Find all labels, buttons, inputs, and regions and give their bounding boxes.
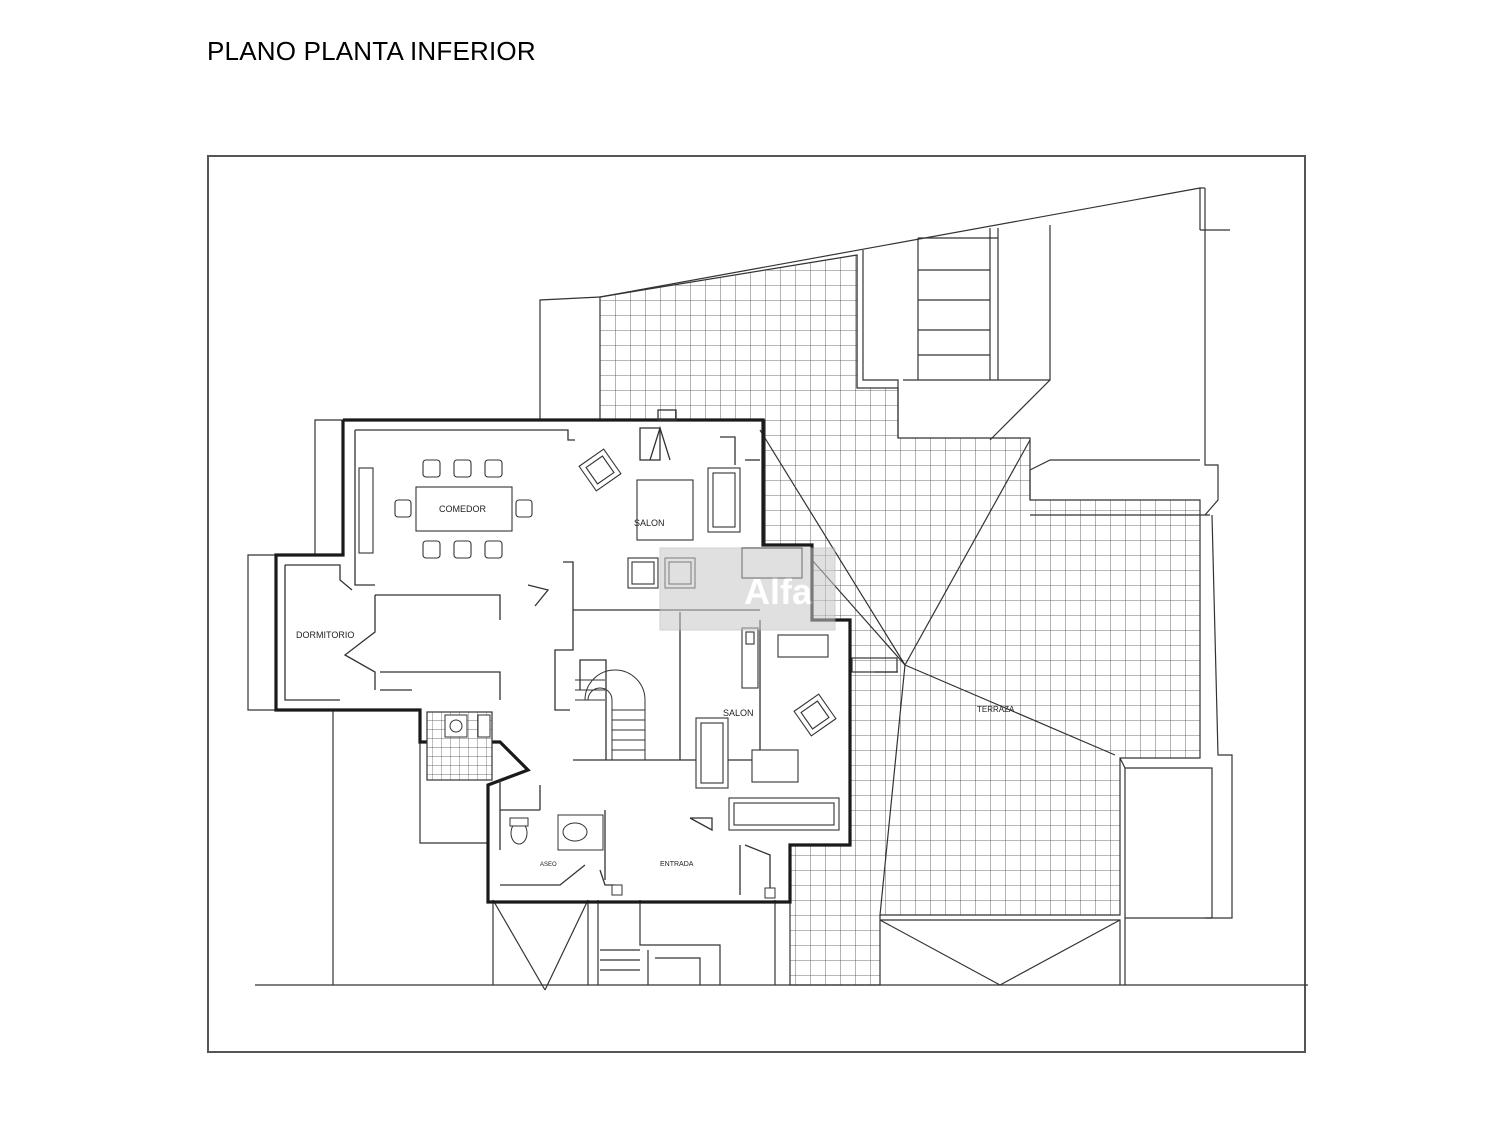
room-label-dormitorio: DORMITORIO (296, 630, 354, 640)
room-label-terraza: TERRAZA (977, 705, 1015, 714)
house-walls (274, 418, 852, 904)
salon-upper-furniture (578, 448, 741, 589)
stair (575, 669, 646, 761)
dining-furniture (358, 459, 533, 559)
page-title: PLANO PLANTA INFERIOR (207, 36, 536, 66)
kitchen-block (426, 711, 493, 781)
room-label-salon-upper: SALON (634, 518, 665, 528)
room-label-aseo: ASEO (540, 862, 557, 868)
salon-lower-furniture (695, 627, 840, 831)
room-label-comedor: COMEDOR (439, 504, 487, 514)
watermark-logo: Alfa (659, 547, 836, 631)
site-lines (247, 187, 1308, 991)
room-label-salon-lower: SALON (723, 708, 754, 718)
interior-walls (284, 409, 803, 895)
watermark-text: Alfa (744, 571, 813, 612)
aseo-fixtures (509, 814, 776, 899)
room-label-entrada: ENTRADA (660, 861, 694, 868)
